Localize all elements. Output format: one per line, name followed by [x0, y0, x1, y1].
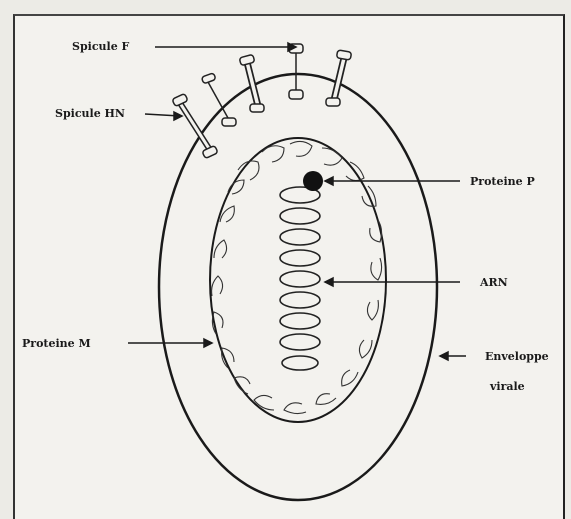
protein-p-dot — [303, 171, 323, 191]
rna-coil — [280, 187, 320, 370]
label-enveloppe-virale: virale — [490, 380, 525, 393]
label-proteine-m: Proteine M — [22, 337, 91, 350]
protein-m-scallops — [212, 141, 382, 413]
label-arn: ARN — [480, 276, 508, 289]
label-enveloppe: Enveloppe — [485, 350, 549, 363]
spicules — [172, 44, 352, 159]
label-spicule-f: Spicule F — [72, 40, 129, 53]
spicule-5 — [326, 50, 352, 106]
label-proteine-p: Proteine P — [470, 175, 535, 188]
spicule-f — [289, 44, 303, 99]
spicule-hn-1 — [172, 93, 218, 158]
label-spicule-hn: Spicule HN — [55, 107, 125, 120]
